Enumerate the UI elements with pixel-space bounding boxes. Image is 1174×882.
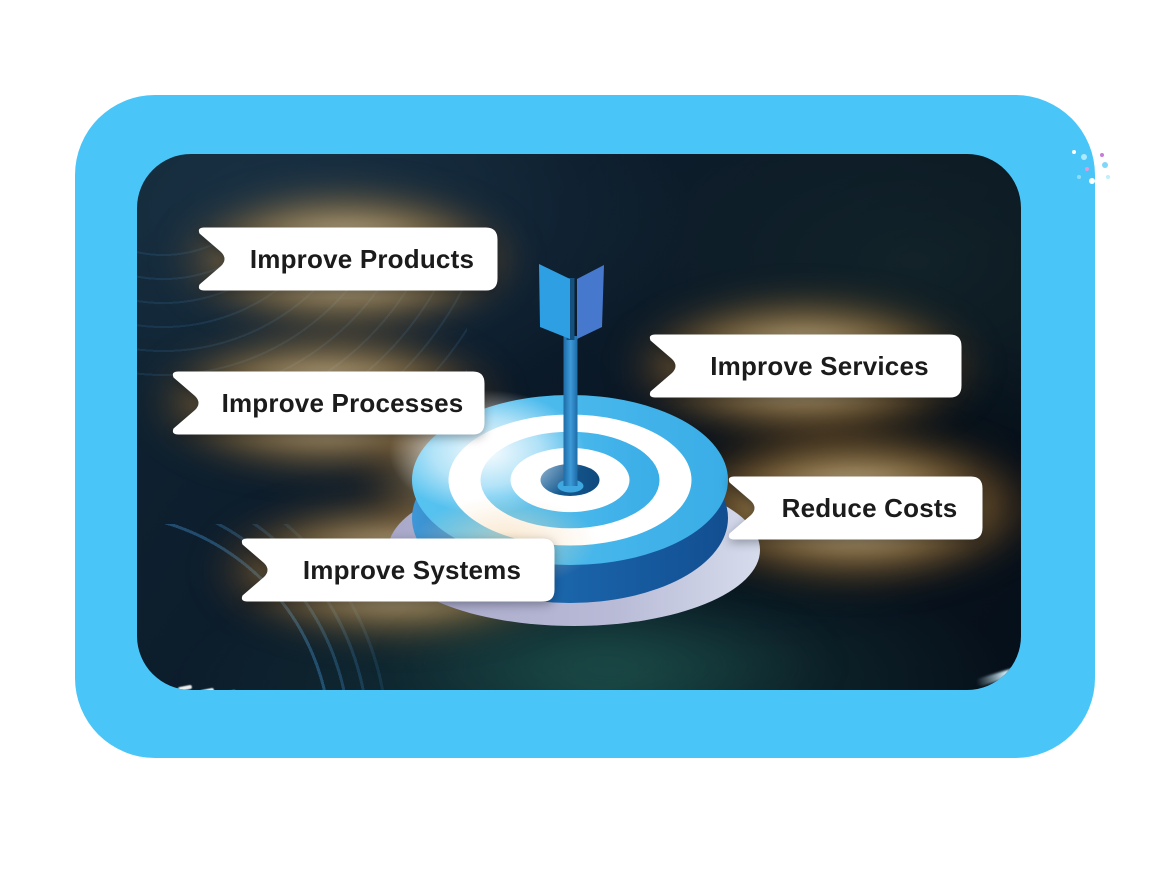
banner-reduce-costs: Reduce Costs [726,476,983,540]
arrow-fletching-left [539,264,570,339]
banner-improve-systems: Improve Systems [239,538,555,602]
paint-splash-decoration [1072,150,1076,154]
banner-label: Improve Processes [221,387,464,418]
banner-improve-products: Improve Products [196,227,498,291]
banner-improve-processes: Improve Processes [170,371,485,435]
banner-label: Improve Products [249,243,475,274]
banner-label: Improve Services [710,350,929,381]
arrow-fletching-right [577,265,604,339]
infographic-card: Improve Products Improve Processes Impro… [137,154,1021,690]
arrow-fletching-seam [566,278,575,340]
banner-label: Reduce Costs [781,492,958,523]
banner-label: Improve Systems [302,554,522,585]
banner-improve-services: Improve Services [647,334,962,398]
arrow-shaft [563,336,578,486]
